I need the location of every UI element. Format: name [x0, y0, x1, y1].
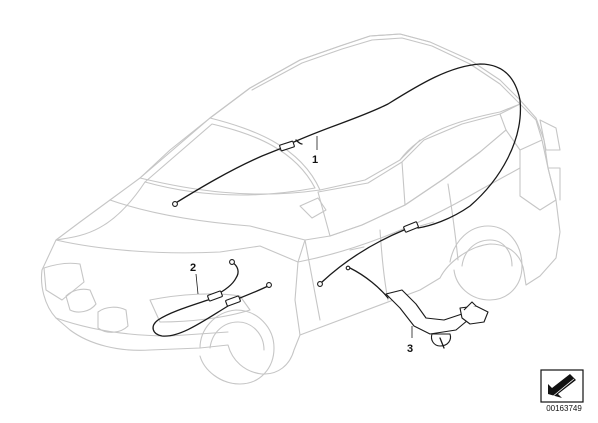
callout-label-2: 2 — [190, 262, 196, 274]
callout-2: 2 — [190, 262, 199, 295]
callout-label-3: 3 — [407, 343, 413, 355]
callout-label-1: 1 — [312, 154, 318, 166]
callout-1: 1 — [312, 136, 318, 166]
cable-1-assembly[interactable] — [172, 63, 522, 287]
callout-3: 3 — [407, 326, 413, 355]
bracket-part-3[interactable] — [345, 265, 489, 349]
arrow-down-left-icon — [540, 369, 584, 403]
stamp-number: 00163749 — [546, 404, 582, 413]
cable-2-assembly[interactable] — [152, 259, 272, 337]
car-outline — [40, 33, 561, 385]
